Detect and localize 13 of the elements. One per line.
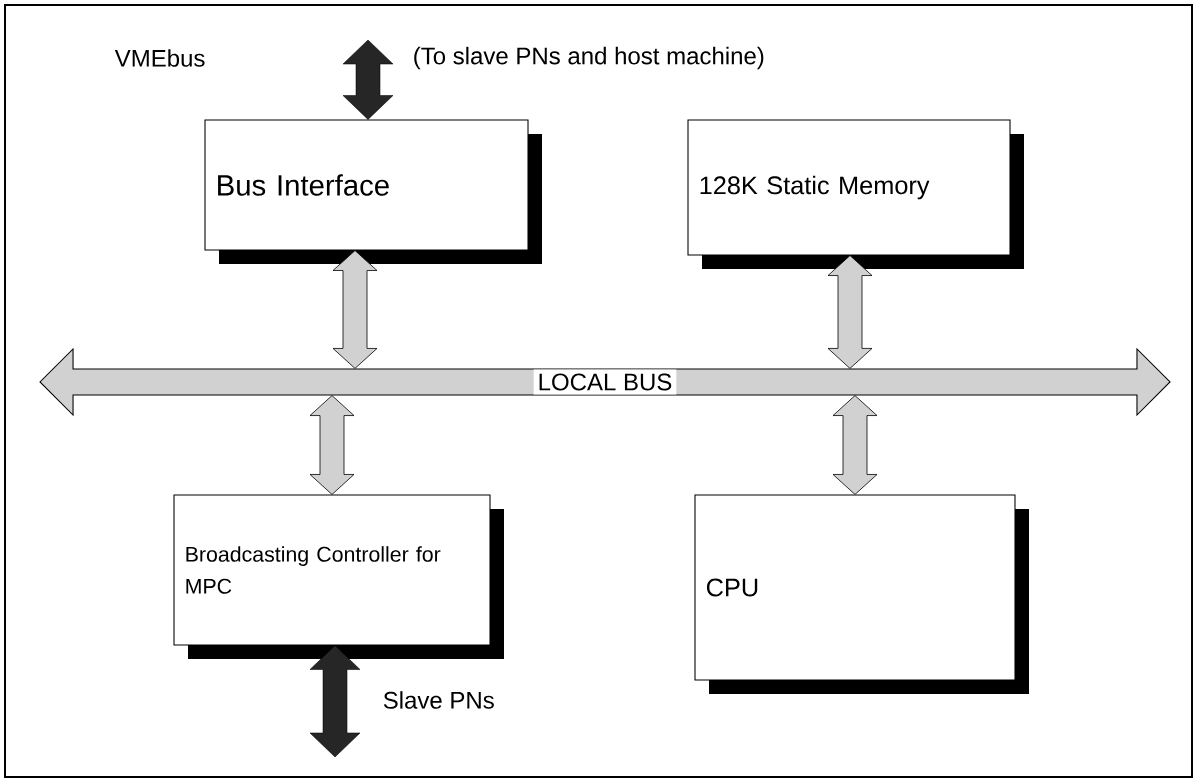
block-box: 128K Static Memory [687, 119, 1024, 269]
block-box: Broadcasting Controller for MPC [173, 494, 504, 659]
arrow [827, 255, 873, 369]
arrow [309, 645, 361, 758]
bus-label: (To slave PNs and host machine) [414, 46, 764, 70]
bus-label: VMEbus [114, 49, 205, 67]
bus-label: Slave PNs [383, 691, 494, 709]
block-box: CPU [694, 494, 1029, 694]
block-box: Bus Interface [204, 119, 542, 264]
arrow [832, 395, 878, 495]
arrow [332, 250, 378, 369]
arrow [309, 395, 355, 495]
arrow [342, 39, 394, 120]
